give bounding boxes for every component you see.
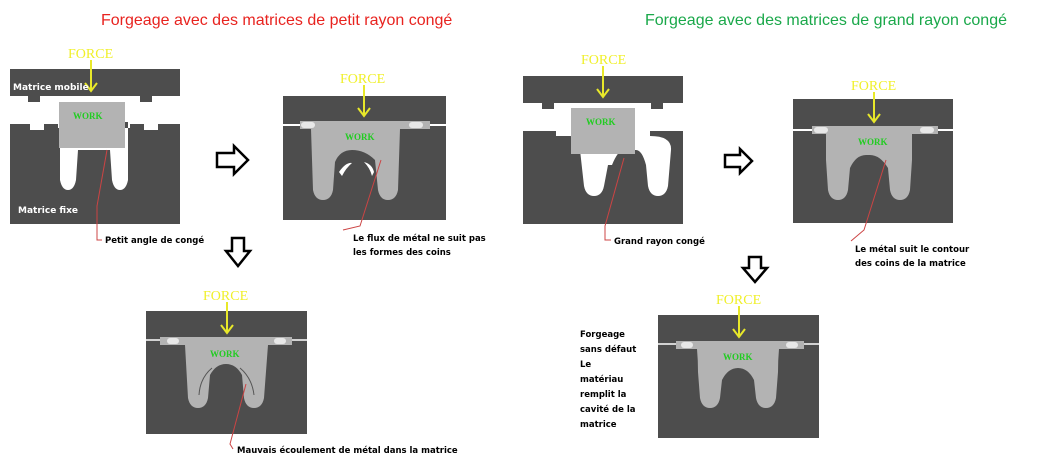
leader-line xyxy=(850,159,887,242)
svg-text:remplit la: remplit la xyxy=(580,390,627,400)
die-cavity xyxy=(542,129,672,196)
note-flux-l1: Le flux de métal ne suit pas xyxy=(353,233,486,244)
force-label: FORCE xyxy=(851,79,896,94)
arrow-right-icon xyxy=(723,145,754,177)
workpiece xyxy=(300,121,430,200)
arrow-right-icon xyxy=(215,142,250,178)
svg-text:Forgeage: Forgeage xyxy=(580,330,625,340)
svg-text:cavité de la: cavité de la xyxy=(580,404,636,415)
label-matrice-mobile: Matrice mobile xyxy=(13,83,89,93)
panel-small-radius-open: WORK FORCE Matrice mobile Matrice fixe P… xyxy=(10,47,204,246)
work-label: WORK xyxy=(210,349,240,359)
svg-text:matrice: matrice xyxy=(580,420,617,430)
force-label: FORCE xyxy=(203,289,248,304)
leader-line xyxy=(96,149,108,241)
force-label: FORCE xyxy=(68,47,113,62)
note-petit-angle: Petit angle de congé xyxy=(105,235,204,246)
work-label: WORK xyxy=(723,352,753,362)
workpiece xyxy=(812,126,938,200)
arrow-down-icon xyxy=(740,255,770,284)
label-matrice-fixe: Matrice fixe xyxy=(18,206,78,216)
note-suit-l1: Le métal suit le contour xyxy=(855,244,970,255)
workpiece xyxy=(160,337,292,408)
work-label: WORK xyxy=(345,132,375,142)
svg-text:matériau: matériau xyxy=(580,374,623,385)
panel-large-radius-result: WORK FORCE Forgeage sans défaut Le matér… xyxy=(580,293,819,438)
workpiece xyxy=(59,102,125,148)
panel-small-radius-closed: WORK FORCE Le flux de métal ne suit pas … xyxy=(283,72,486,258)
note-suit-l2: des coins de la matrice xyxy=(855,259,966,269)
svg-text:sans défaut: sans défaut xyxy=(580,344,636,355)
note-flux-l2: les formes des coins xyxy=(353,248,451,258)
note-defaut: Forgeage sans défaut Le matériau remplit… xyxy=(580,330,636,430)
lower-die xyxy=(10,122,180,224)
panel-large-radius-open: WORK FORCE Grand rayon congé xyxy=(523,53,705,247)
svg-text:Le: Le xyxy=(580,360,591,370)
note-grand-rayon: Grand rayon congé xyxy=(614,236,705,247)
force-label: FORCE xyxy=(581,53,626,68)
panel-small-radius-result: WORK FORCE Mauvais écoulement de métal d… xyxy=(146,289,458,456)
workpiece xyxy=(676,341,804,408)
work-label: WORK xyxy=(73,111,103,121)
work-label: WORK xyxy=(858,137,888,147)
force-label: FORCE xyxy=(340,72,385,87)
leader-line xyxy=(604,157,625,241)
title-right: Forgeage avec des matrices de grand rayo… xyxy=(645,12,1007,29)
arrow-down-icon xyxy=(223,236,253,269)
force-label: FORCE xyxy=(716,293,761,308)
panel-large-radius-closed: WORK FORCE Le métal suit le contour des … xyxy=(793,79,970,269)
work-label: WORK xyxy=(586,117,616,127)
upper-die xyxy=(10,69,180,96)
leader-line xyxy=(342,159,382,231)
leader-line xyxy=(229,383,247,450)
title-left: Forgeage avec des matrices de petit rayo… xyxy=(101,12,452,29)
note-mauvais: Mauvais écoulement de métal dans la matr… xyxy=(237,445,458,456)
workpiece xyxy=(571,108,635,154)
